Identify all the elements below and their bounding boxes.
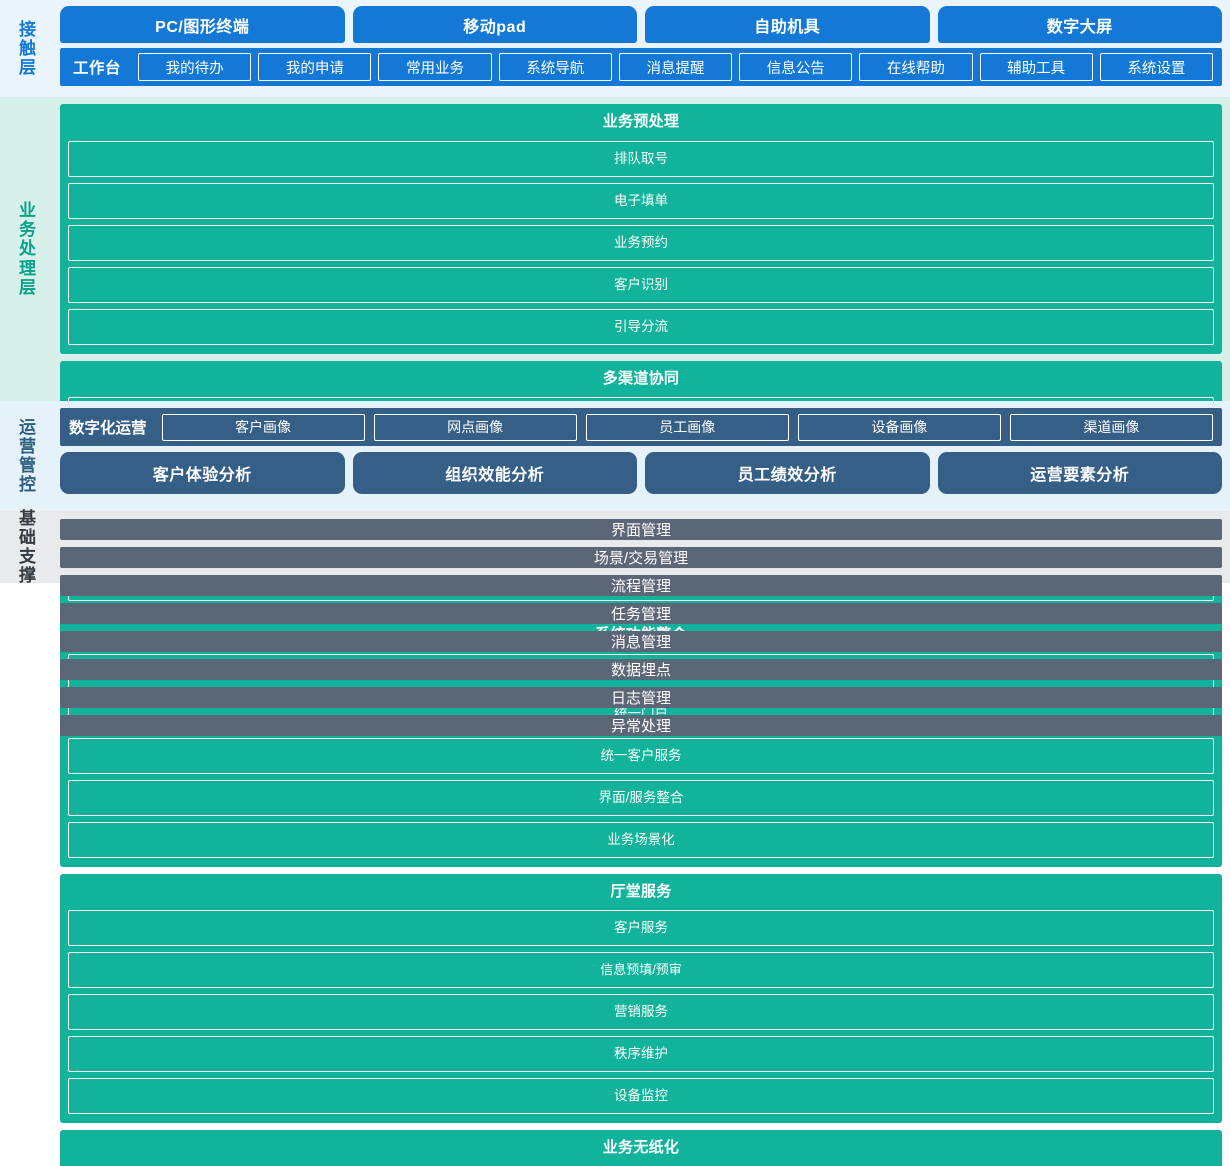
base-scenario-transaction-management[interactable]: 场景/交易管理 bbox=[60, 547, 1222, 568]
workbench-item-message-reminder[interactable]: 消息提醒 bbox=[618, 53, 733, 81]
layer-business: 业务处理层 业务预处理 排队取号 电子填单 业务预约 客户识别 引导分流 多渠道… bbox=[0, 97, 1230, 1166]
portrait-customer[interactable]: 客户画像 bbox=[161, 413, 365, 441]
business-column-lobby-service: 厅堂服务 客户服务 信息预填/预审 营销服务 秩序维护 设备监控 bbox=[60, 873, 1222, 1123]
channel-digital-screen[interactable]: 数字大屏 bbox=[937, 6, 1222, 43]
workbench-item-system-navigation[interactable]: 系统导航 bbox=[498, 53, 612, 81]
portrait-channel[interactable]: 渠道画像 bbox=[1009, 413, 1213, 441]
workbench-title: 工作台 bbox=[73, 60, 122, 77]
base-task-management[interactable]: 任务管理 bbox=[60, 603, 1222, 624]
layer-base-support: 基础支撑 界面管理 场景/交易管理 流程管理 任务管理 消息管理 数据埋点 日志… bbox=[0, 508, 1230, 736]
item-customer-identify[interactable]: 客户识别 bbox=[68, 266, 1214, 303]
base-log-management[interactable]: 日志管理 bbox=[60, 687, 1222, 708]
layer-contact-label-text: 接触层 bbox=[19, 19, 37, 78]
layer-operations: 运营管控 数字化运营 客户画像 网点画像 员工画像 设备画像 渠道画像 客户体验… bbox=[0, 401, 1230, 511]
layer-contact: 接触层 PC/图形终端 移动pad 自助机具 数字大屏 工作台 我的待办 我的申… bbox=[0, 0, 1230, 97]
layer-contact-label: 接触层 bbox=[0, 0, 56, 97]
layer-base-support-label-text: 基础支撑 bbox=[19, 508, 37, 586]
portrait-device[interactable]: 设备画像 bbox=[797, 413, 1001, 441]
base-ui-management[interactable]: 界面管理 bbox=[60, 519, 1222, 540]
workbench-item-system-settings[interactable]: 系统设置 bbox=[1099, 53, 1213, 81]
layer-business-label-text: 业务处理层 bbox=[19, 201, 37, 297]
workbench-item-announcement[interactable]: 信息公告 bbox=[739, 53, 853, 81]
column-title: 厅堂服务 bbox=[610, 882, 672, 900]
business-column-preprocess: 业务预处理 排队取号 电子填单 业务预约 客户识别 引导分流 bbox=[60, 104, 1222, 354]
portrait-branch[interactable]: 网点画像 bbox=[373, 413, 577, 441]
item-device-monitoring[interactable]: 设备监控 bbox=[68, 1078, 1214, 1114]
base-process-management[interactable]: 流程管理 bbox=[60, 575, 1222, 596]
layer-operations-label-text: 运营管控 bbox=[19, 417, 37, 495]
analysis-employee-performance[interactable]: 员工绩效分析 bbox=[645, 452, 930, 494]
contact-channel-row: PC/图形终端 移动pad 自助机具 数字大屏 bbox=[60, 6, 1222, 43]
digital-operations-title: 数字化运营 bbox=[69, 420, 147, 437]
base-exception-handling[interactable]: 异常处理 bbox=[60, 715, 1222, 736]
layer-base-support-label: 基础支撑 bbox=[0, 508, 56, 586]
item-marketing-service[interactable]: 营销服务 bbox=[68, 994, 1214, 1030]
business-column-system-integration: 系统功能整合 单点登录 统一门户 统一客户服务 界面/服务整合 业务场景化 bbox=[60, 617, 1222, 867]
item-unified-customer-service[interactable]: 统一客户服务 bbox=[68, 737, 1214, 774]
channel-pc[interactable]: PC/图形终端 bbox=[60, 6, 345, 43]
analysis-row: 客户体验分析 组织效能分析 员工绩效分析 运营要素分析 bbox=[60, 452, 1222, 494]
layer-business-body: 业务预处理 排队取号 电子填单 业务预约 客户识别 引导分流 多渠道协同 线上线… bbox=[56, 97, 1230, 1166]
base-data-tracking[interactable]: 数据埋点 bbox=[60, 659, 1222, 680]
channel-mobile-pad[interactable]: 移动pad bbox=[352, 6, 637, 43]
layer-base-support-body: 界面管理 场景/交易管理 流程管理 任务管理 消息管理 数据埋点 日志管理 异常… bbox=[56, 511, 1230, 736]
workbench-bar: 工作台 我的待办 我的申请 常用业务 系统导航 消息提醒 信息公告 在线帮助 辅… bbox=[60, 48, 1222, 86]
item-appointment[interactable]: 业务预约 bbox=[68, 224, 1214, 261]
base-message-management[interactable]: 消息管理 bbox=[60, 631, 1222, 652]
layer-contact-body: PC/图形终端 移动pad 自助机具 数字大屏 工作台 我的待办 我的申请 常用… bbox=[56, 0, 1230, 97]
analysis-organization-efficiency[interactable]: 组织效能分析 bbox=[352, 452, 637, 494]
portrait-employee[interactable]: 员工画像 bbox=[585, 413, 789, 441]
item-ui-service-integration[interactable]: 界面/服务整合 bbox=[68, 779, 1214, 816]
business-column-paperless: 业务无纸化 资料影像化 信息交互电子化 凭证电子化 签名电子化 印章电子化 bbox=[60, 1130, 1222, 1166]
item-business-scenario[interactable]: 业务场景化 bbox=[68, 821, 1214, 858]
column-title: 业务无纸化 bbox=[602, 1139, 680, 1156]
workbench-item-my-todo[interactable]: 我的待办 bbox=[138, 53, 252, 81]
item-e-form[interactable]: 电子填单 bbox=[68, 182, 1214, 219]
workbench-item-my-application[interactable]: 我的申请 bbox=[258, 53, 372, 81]
item-info-prefill-preaudit[interactable]: 信息预填/预审 bbox=[68, 952, 1214, 988]
digital-operations-bar: 数字化运营 客户画像 网点画像 员工画像 设备画像 渠道画像 bbox=[60, 408, 1222, 446]
channel-self-service[interactable]: 自助机具 bbox=[645, 6, 930, 43]
layer-business-label: 业务处理层 bbox=[0, 97, 56, 401]
workbench-item-aux-tools[interactable]: 辅助工具 bbox=[979, 53, 1093, 81]
item-queue-number[interactable]: 排队取号 bbox=[68, 140, 1214, 177]
column-title: 多渠道协同 bbox=[602, 369, 680, 387]
column-title: 业务预处理 bbox=[602, 113, 680, 130]
analysis-customer-experience[interactable]: 客户体验分析 bbox=[60, 452, 345, 494]
workbench-item-common-business[interactable]: 常用业务 bbox=[378, 53, 492, 81]
layer-operations-label: 运营管控 bbox=[0, 401, 56, 511]
item-guide-diversion[interactable]: 引导分流 bbox=[68, 308, 1214, 345]
layer-operations-body: 数字化运营 客户画像 网点画像 员工画像 设备画像 渠道画像 客户体验分析 组织… bbox=[56, 401, 1230, 511]
workbench-item-online-help[interactable]: 在线帮助 bbox=[859, 53, 973, 81]
item-customer-service[interactable]: 客户服务 bbox=[68, 910, 1214, 946]
item-order-maintenance[interactable]: 秩序维护 bbox=[68, 1036, 1214, 1072]
analysis-operation-factors[interactable]: 运营要素分析 bbox=[937, 452, 1222, 494]
